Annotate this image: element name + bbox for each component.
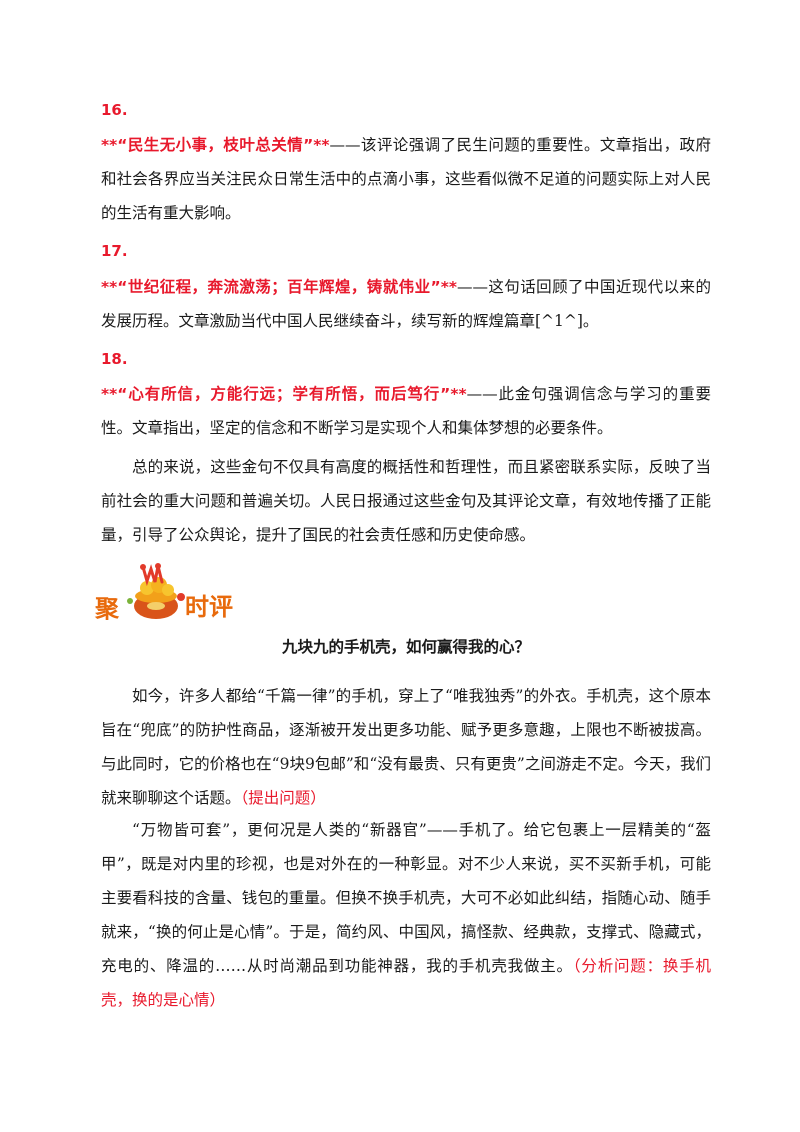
summary-paragraph: 总的来说，这些金句不仅具有高度的概括性和哲理性，而且紧密联系实际，反映了当前社会… (101, 458, 711, 544)
item-quote: **“世纪征程，奔流激荡；百年辉煌，铸就伟业”** (101, 278, 457, 296)
item-text: ——这句话回顾了中国近现代以来的发展历程。文章激励当代中国人民继续奋斗，续写新的… (101, 278, 711, 330)
annotation-note: （提出问题） (240, 789, 326, 807)
article-text: 如今，许多人都给“千篇一律”的手机，穿上了“唯我独秀”的外衣。手机壳，这个原本旨… (101, 687, 711, 807)
item-paragraph: **“世纪征程，奔流激荡；百年辉煌，铸就伟业”**——这句话回顾了中国近现代以来… (101, 270, 711, 338)
article-text: “万物皆可套”，更何况是人类的“新器官”——手机了。给它包裹上一层精美的“盔甲”… (101, 821, 711, 975)
item-number: 16. (101, 101, 128, 119)
item-quote: **“心有所信，方能行远；学有所悟，而后笃行”** (101, 385, 467, 403)
article-paragraph: 如今，许多人都给“千篇一律”的手机，穿上了“唯我独秀”的外衣。手机壳，这个原本旨… (101, 679, 711, 815)
logo-char: 聚 (95, 595, 119, 623)
article-paragraph: “万物皆可套”，更何况是人类的“新器官”——手机了。给它包裹上一层精美的“盔甲”… (101, 813, 711, 1017)
article-title: 九块九的手机壳，如何赢得我的心？ (281, 638, 530, 656)
item-text: ——该评论强调了民生问题的重要性。文章指出，政府和社会各界应当关注民众日常生活中… (101, 136, 711, 222)
item-paragraph: **“民生无小事，枝叶总关情”**——该评论强调了民生问题的重要性。文章指出，政… (101, 128, 711, 230)
treasure-pot-icon (127, 563, 185, 619)
logo-char: 时评 (185, 593, 233, 621)
annotation-note: （分析问题：换手机壳，换的是心情） (101, 957, 711, 1009)
section-logo: 聚 时评 (93, 557, 243, 629)
item-paragraph: **“心有所信，方能行远；学有所悟，而后笃行”**——此金句强调信念与学习的重要… (101, 377, 711, 445)
item-number: 17. (101, 242, 128, 260)
item-quote: **“民生无小事，枝叶总关情”** (101, 136, 330, 154)
item-number: 18. (101, 350, 128, 368)
item-text: ——此金句强调信念与学习的重要性。文章指出，坚定的信念和不断学习是实现个人和集体… (101, 385, 711, 437)
